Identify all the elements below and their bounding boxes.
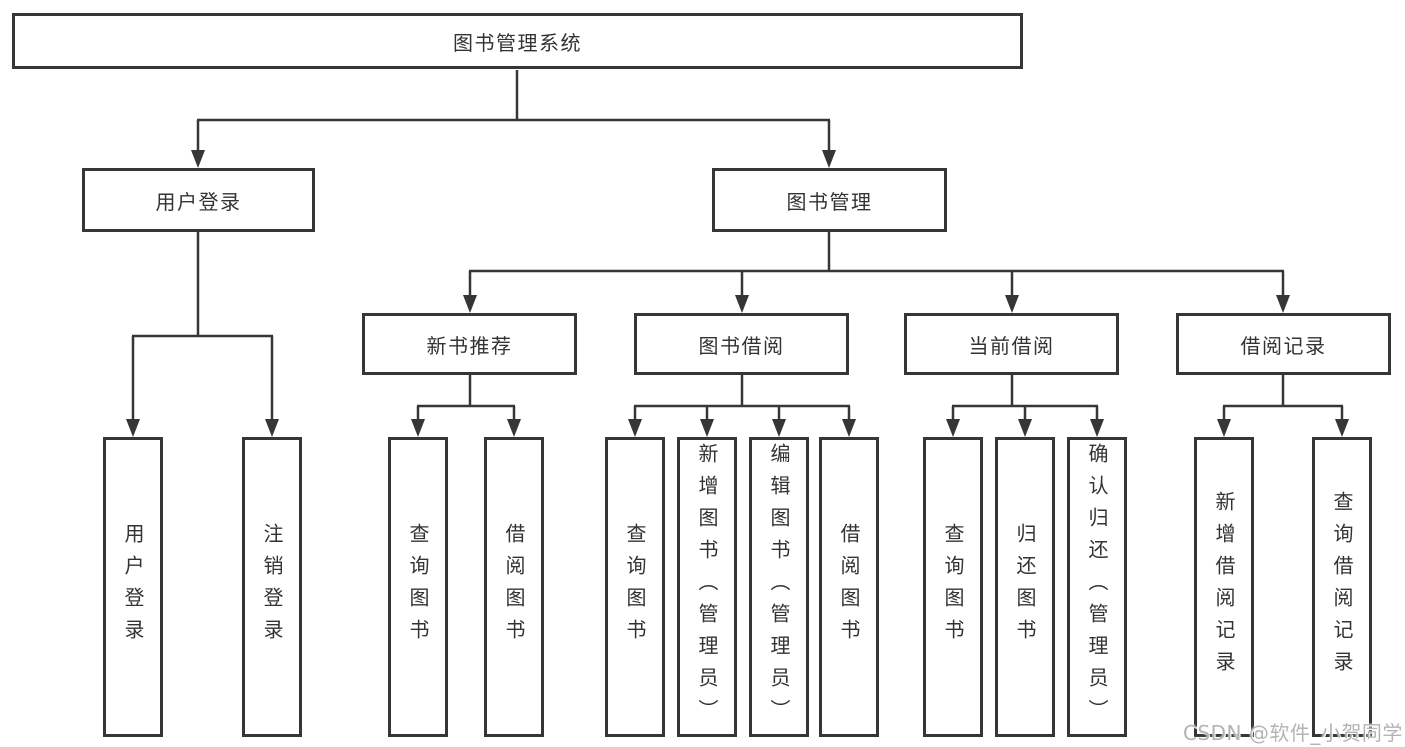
node-leaf-logout: 注销登录: [242, 437, 302, 737]
node-leaf-query-borrow-record: 查询借阅记录: [1312, 437, 1372, 737]
node-leaf-edit-books-admin: 编辑图书（管理员）: [749, 437, 809, 737]
node-book-management: 图书管理: [712, 168, 947, 232]
node-leaf-borrow-books-1: 借阅图书: [484, 437, 544, 737]
node-book-borrowing: 图书借阅: [634, 313, 849, 375]
node-user-login: 用户登录: [82, 168, 315, 232]
node-leaf-query-books-3: 查询图书: [923, 437, 983, 737]
node-current-borrowing: 当前借阅: [904, 313, 1119, 375]
node-leaf-query-books-1: 查询图书: [388, 437, 448, 737]
arrowheads: [126, 150, 1349, 437]
csdn-watermark: CSDN @软件_小贺同学: [1183, 721, 1403, 745]
node-leaf-return-books: 归还图书: [995, 437, 1055, 737]
node-borrowing-records: 借阅记录: [1176, 313, 1391, 375]
node-new-book-recommend: 新书推荐: [362, 313, 577, 375]
node-leaf-user-login: 用户登录: [103, 437, 163, 737]
node-leaf-add-borrow-record: 新增借阅记录: [1194, 437, 1254, 737]
node-library-system: 图书管理系统: [12, 13, 1023, 69]
node-leaf-borrow-books-2: 借阅图书: [819, 437, 879, 737]
node-leaf-add-books-admin: 新增图书（管理员）: [677, 437, 737, 737]
node-leaf-confirm-return-admin: 确认归还（管理员）: [1067, 437, 1127, 737]
node-leaf-query-books-2: 查询图书: [605, 437, 665, 737]
